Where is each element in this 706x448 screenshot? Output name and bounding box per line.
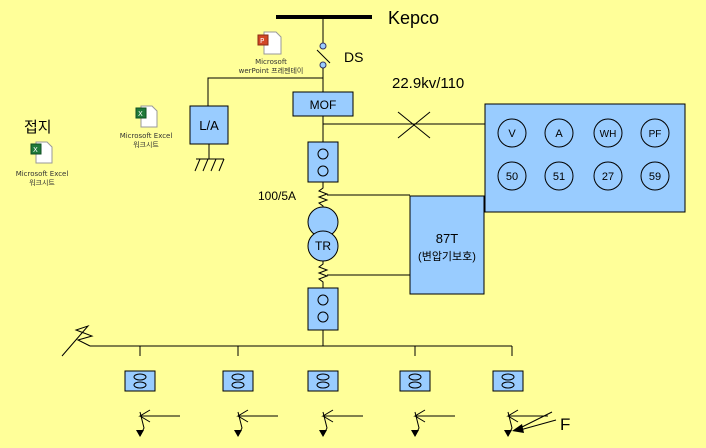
breaker-contact [317, 294, 329, 306]
svg-text:50: 50 [506, 171, 518, 183]
meter-wh: WH [593, 118, 623, 148]
la-label: L/A [199, 118, 219, 133]
voltage-label: 22.9kv/110 [392, 75, 464, 92]
excel-icon-caption-1: Microsoft Excel [16, 170, 69, 178]
ds-blade [316, 49, 331, 64]
la-box [189, 105, 229, 145]
powerpoint-icon: P [257, 31, 282, 55]
feeder-3 [307, 370, 363, 437]
pt-cross-symbol [397, 111, 431, 139]
source-label: Kepco [388, 8, 439, 28]
feeder-2 [222, 346, 278, 437]
relay-51: 51 [544, 161, 574, 191]
svg-text:WH: WH [600, 129, 617, 140]
fault-label: F [560, 415, 570, 434]
excel-icon: X [30, 141, 53, 164]
ds-contact-top [319, 42, 327, 50]
transformer-label: TR [315, 239, 331, 253]
svg-text:PF: PF [649, 129, 662, 140]
powerpoint-icon-caption-1: Microsoft [255, 58, 287, 66]
feeder-5 [492, 346, 548, 437]
ct-ratio-label: 100/5A [258, 189, 296, 203]
ground-label: 접지 [24, 119, 52, 136]
svg-text:59: 59 [649, 171, 661, 183]
feeder-4 [399, 346, 455, 437]
ct-coil-secondary [317, 261, 329, 288]
breaker-contact [317, 165, 329, 177]
svg-text:A: A [555, 128, 563, 140]
ds-label: DS [344, 49, 363, 65]
mof-label: MOF [310, 98, 337, 112]
ds-contact-bottom [319, 61, 327, 69]
ground-symbol [194, 158, 225, 172]
svg-text:27: 27 [602, 171, 614, 183]
svg-text:51: 51 [553, 171, 565, 183]
fault-arrow [512, 411, 557, 433]
svg-text:V: V [508, 128, 516, 140]
relay-27: 27 [593, 161, 623, 191]
breaker-contact [317, 311, 329, 323]
relay-87t-box [409, 195, 485, 295]
svg-text:X: X [33, 146, 38, 154]
breaker-contact [317, 148, 329, 160]
mof-box [292, 91, 354, 117]
meter-pf: PF [640, 118, 670, 148]
ct-coil-primary [317, 182, 329, 210]
excel-icon-caption-2: 워크시트 [29, 179, 55, 187]
relay-87t-sublabel: (변압기보호) [418, 250, 476, 263]
feeder-1 [124, 370, 180, 437]
la-branch-line [207, 77, 323, 106]
relay-50: 50 [497, 161, 527, 191]
svg-text:X: X [138, 110, 143, 118]
lightning-symbol [61, 324, 94, 357]
powerpoint-icon-caption-2: werPoint 프레젠테이 [239, 66, 304, 75]
excel-icon: X [135, 105, 158, 128]
relay-87t-label: 87T [436, 231, 458, 246]
relay-59: 59 [640, 161, 670, 191]
svg-text:P: P [260, 37, 264, 45]
meter-v: V [497, 118, 527, 148]
excel-icon-caption-1: Microsoft Excel [120, 132, 173, 140]
excel-icon-caption-2: 워크시트 [133, 141, 159, 149]
secondary-circuit-breaker [307, 287, 339, 331]
meter-a: A [544, 118, 574, 148]
